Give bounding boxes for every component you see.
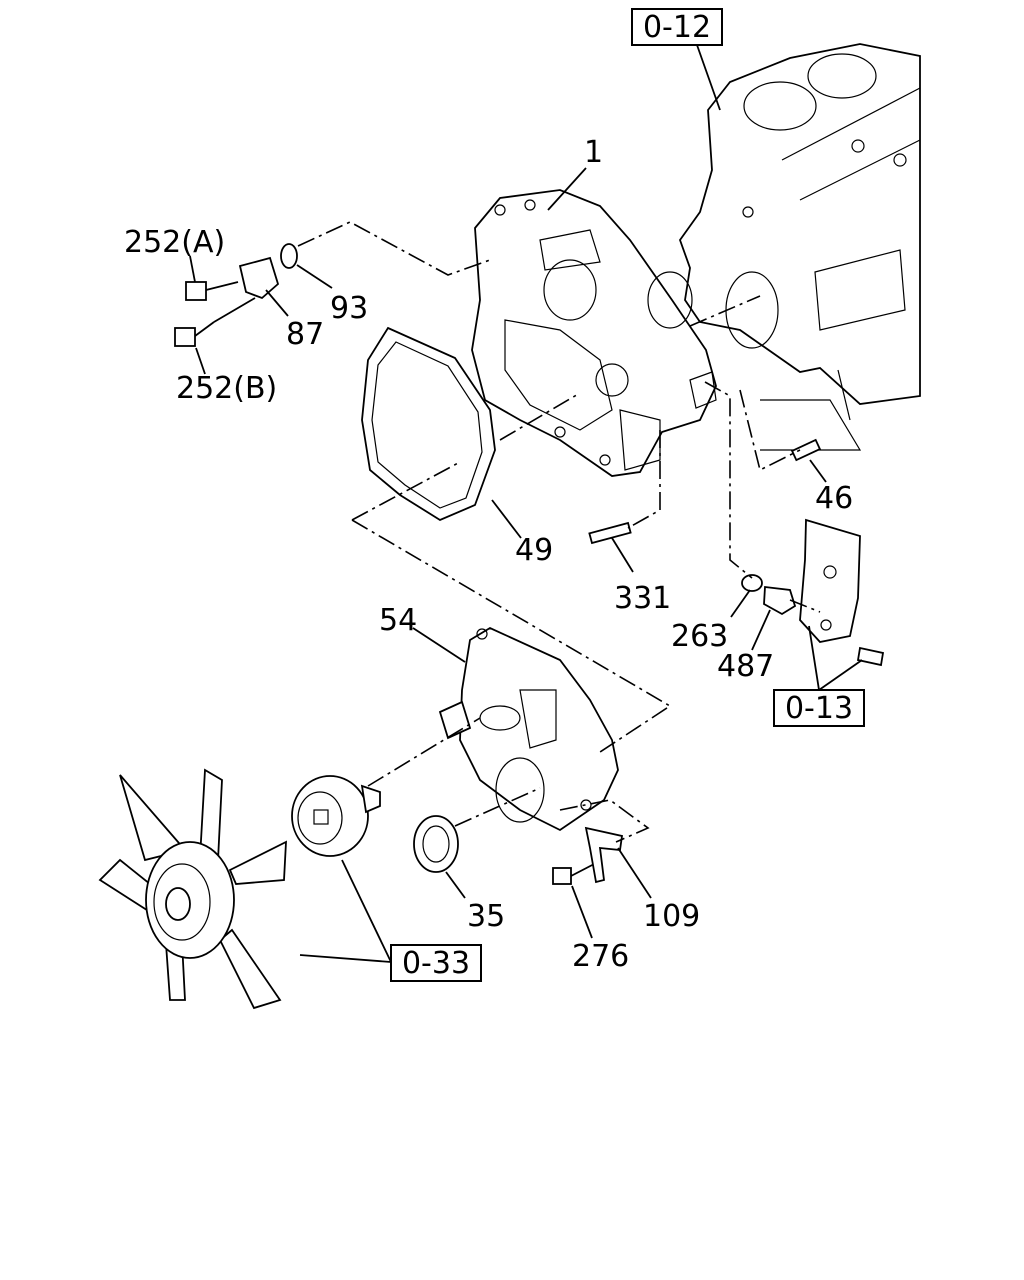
- ref-0-33-label: 0-33: [402, 946, 470, 981]
- ref-0-33-leader-a: [299, 954, 392, 963]
- callout-109[interactable]: 109: [643, 899, 700, 934]
- stud-331: [588, 521, 632, 545]
- fan-pulley: [291, 775, 381, 857]
- callout-35[interactable]: 35: [467, 899, 505, 934]
- engine-block: [678, 43, 921, 451]
- ref-0-13-leader-b: [818, 659, 863, 691]
- oil-seal-35: [413, 815, 459, 873]
- o-ring-93: [280, 243, 298, 269]
- ref-0-13-leader-a: [808, 625, 820, 691]
- leader-lines: [189, 167, 827, 939]
- callout-331[interactable]: 331: [614, 581, 671, 616]
- callout-252b[interactable]: 252(B): [176, 371, 277, 406]
- ref-0-12[interactable]: 0-12: [631, 8, 723, 46]
- callout-263[interactable]: 263: [671, 619, 728, 654]
- callout-46[interactable]: 46: [815, 481, 853, 516]
- ref-0-33[interactable]: 0-33: [390, 944, 482, 982]
- front-cover: [438, 626, 619, 832]
- assembly-lines: [297, 221, 821, 843]
- plate-487: [763, 585, 797, 616]
- bolt-276: [552, 861, 599, 885]
- cooling-fan: [98, 768, 287, 1010]
- gasket: [361, 326, 496, 522]
- stud-46: [790, 438, 822, 462]
- ref-0-13-box: [773, 689, 865, 727]
- callout-93[interactable]: 93: [330, 291, 368, 326]
- callout-276[interactable]: 276: [572, 939, 629, 974]
- ref-0-33-box: [390, 944, 482, 982]
- ref-0-13-label: 0-13: [785, 691, 853, 726]
- callout-49[interactable]: 49: [515, 533, 553, 568]
- o-ring-263: [741, 574, 763, 592]
- bolt-252b: [174, 321, 215, 347]
- bolt-252a: [185, 281, 239, 301]
- callout-252a[interactable]: 252(A): [124, 225, 225, 260]
- callout-487[interactable]: 487: [717, 649, 774, 684]
- ref-0-12-label: 0-12: [643, 10, 711, 45]
- callout-54[interactable]: 54: [379, 603, 417, 638]
- ref-0-12-box: [631, 8, 723, 46]
- ref-0-13[interactable]: 0-13: [773, 689, 865, 727]
- mount-bracket: [799, 518, 885, 667]
- bracket-87: [213, 256, 280, 323]
- ref-0-12-leader: [696, 44, 721, 111]
- ref-0-33-leader-b: [341, 859, 392, 963]
- callout-87[interactable]: 87: [286, 317, 324, 352]
- bracket-109: [584, 826, 624, 884]
- callout-1[interactable]: 1: [584, 135, 603, 170]
- timing-case: [471, 189, 717, 477]
